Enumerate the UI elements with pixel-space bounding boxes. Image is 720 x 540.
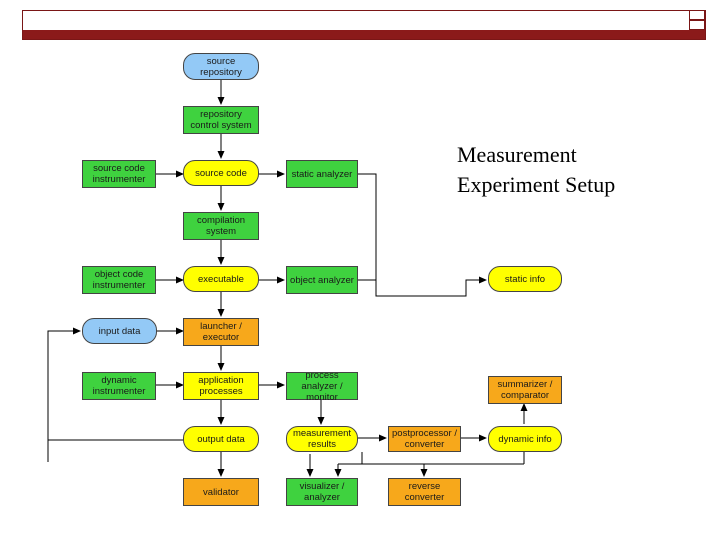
node-summarizer-comparator: summarizer / comparator	[488, 376, 562, 404]
node-label: source repository	[200, 55, 242, 78]
node-source-repository: source repository	[183, 53, 259, 80]
node-label: repository control system	[190, 109, 252, 131]
node-label: validator	[203, 486, 239, 498]
node-label: process analyzer / monitor	[301, 369, 343, 403]
node-measurement-results: measurement results	[286, 426, 358, 452]
node-reverse-converter: reverse converter	[388, 478, 461, 506]
slide-top-banner	[22, 10, 706, 40]
banner-square	[689, 20, 705, 30]
node-output-data: output data	[183, 426, 259, 452]
node-launcher-executor: launcher / executor	[183, 318, 259, 346]
node-object-analyzer: object analyzer	[286, 266, 358, 294]
node-dynamic-info: dynamic info	[488, 426, 562, 452]
node-label: visualizer / analyzer	[299, 481, 345, 503]
node-source-code: source code	[183, 160, 259, 186]
node-validator: validator	[183, 478, 259, 506]
node-dynamic-instrumenter: dynamic instrumenter	[82, 372, 156, 400]
node-label: source code instrumenter	[92, 163, 146, 185]
node-static-info: static info	[488, 266, 562, 292]
slide-title-line1: Measurement	[457, 142, 577, 167]
connector	[375, 276, 487, 297]
node-static-analyzer: static analyzer	[286, 160, 358, 188]
node-process-analyzer-monitor: process analyzer / monitor	[286, 369, 358, 403]
slide-title-line2: Experiment Setup	[457, 172, 616, 197]
node-label: application processes	[198, 375, 244, 397]
node-compilation-system: compilation system	[183, 212, 259, 240]
node-label: static info	[504, 273, 546, 285]
connector	[358, 173, 377, 280]
node-executable: executable	[183, 266, 259, 292]
node-label: compilation system	[196, 215, 246, 237]
node-input-data: input data	[82, 318, 157, 344]
node-application-processes: application processes	[183, 372, 259, 400]
node-label: source code	[195, 167, 247, 179]
node-label: executable	[198, 273, 244, 285]
node-label: summarizer / comparator	[497, 379, 553, 401]
node-label: static analyzer	[291, 168, 353, 180]
node-repository-control-system: repository control system	[183, 106, 259, 134]
node-label: postprocessor / converter	[392, 428, 457, 450]
node-source-code-instrumenter: source code instrumenter	[82, 160, 156, 188]
node-label: reverse converter	[404, 481, 445, 503]
node-label: input data	[98, 325, 141, 337]
node-label: object analyzer	[290, 274, 354, 286]
connector	[47, 327, 183, 441]
node-label: dynamic instrumenter	[92, 375, 146, 397]
node-label: output data	[197, 433, 245, 445]
node-label: launcher / executor	[200, 321, 242, 343]
node-postprocessor-converter: postprocessor / converter	[388, 426, 461, 452]
node-label: dynamic info	[498, 433, 552, 445]
node-label: object code instrumenter	[92, 269, 146, 291]
node-visualizer-analyzer: visualizer / analyzer	[286, 478, 358, 506]
banner-square	[689, 10, 705, 20]
node-object-code-instrumenter: object code instrumenter	[82, 266, 156, 294]
node-label: measurement results	[292, 428, 352, 450]
slide-title: Measurement Experiment Setup	[457, 140, 615, 200]
